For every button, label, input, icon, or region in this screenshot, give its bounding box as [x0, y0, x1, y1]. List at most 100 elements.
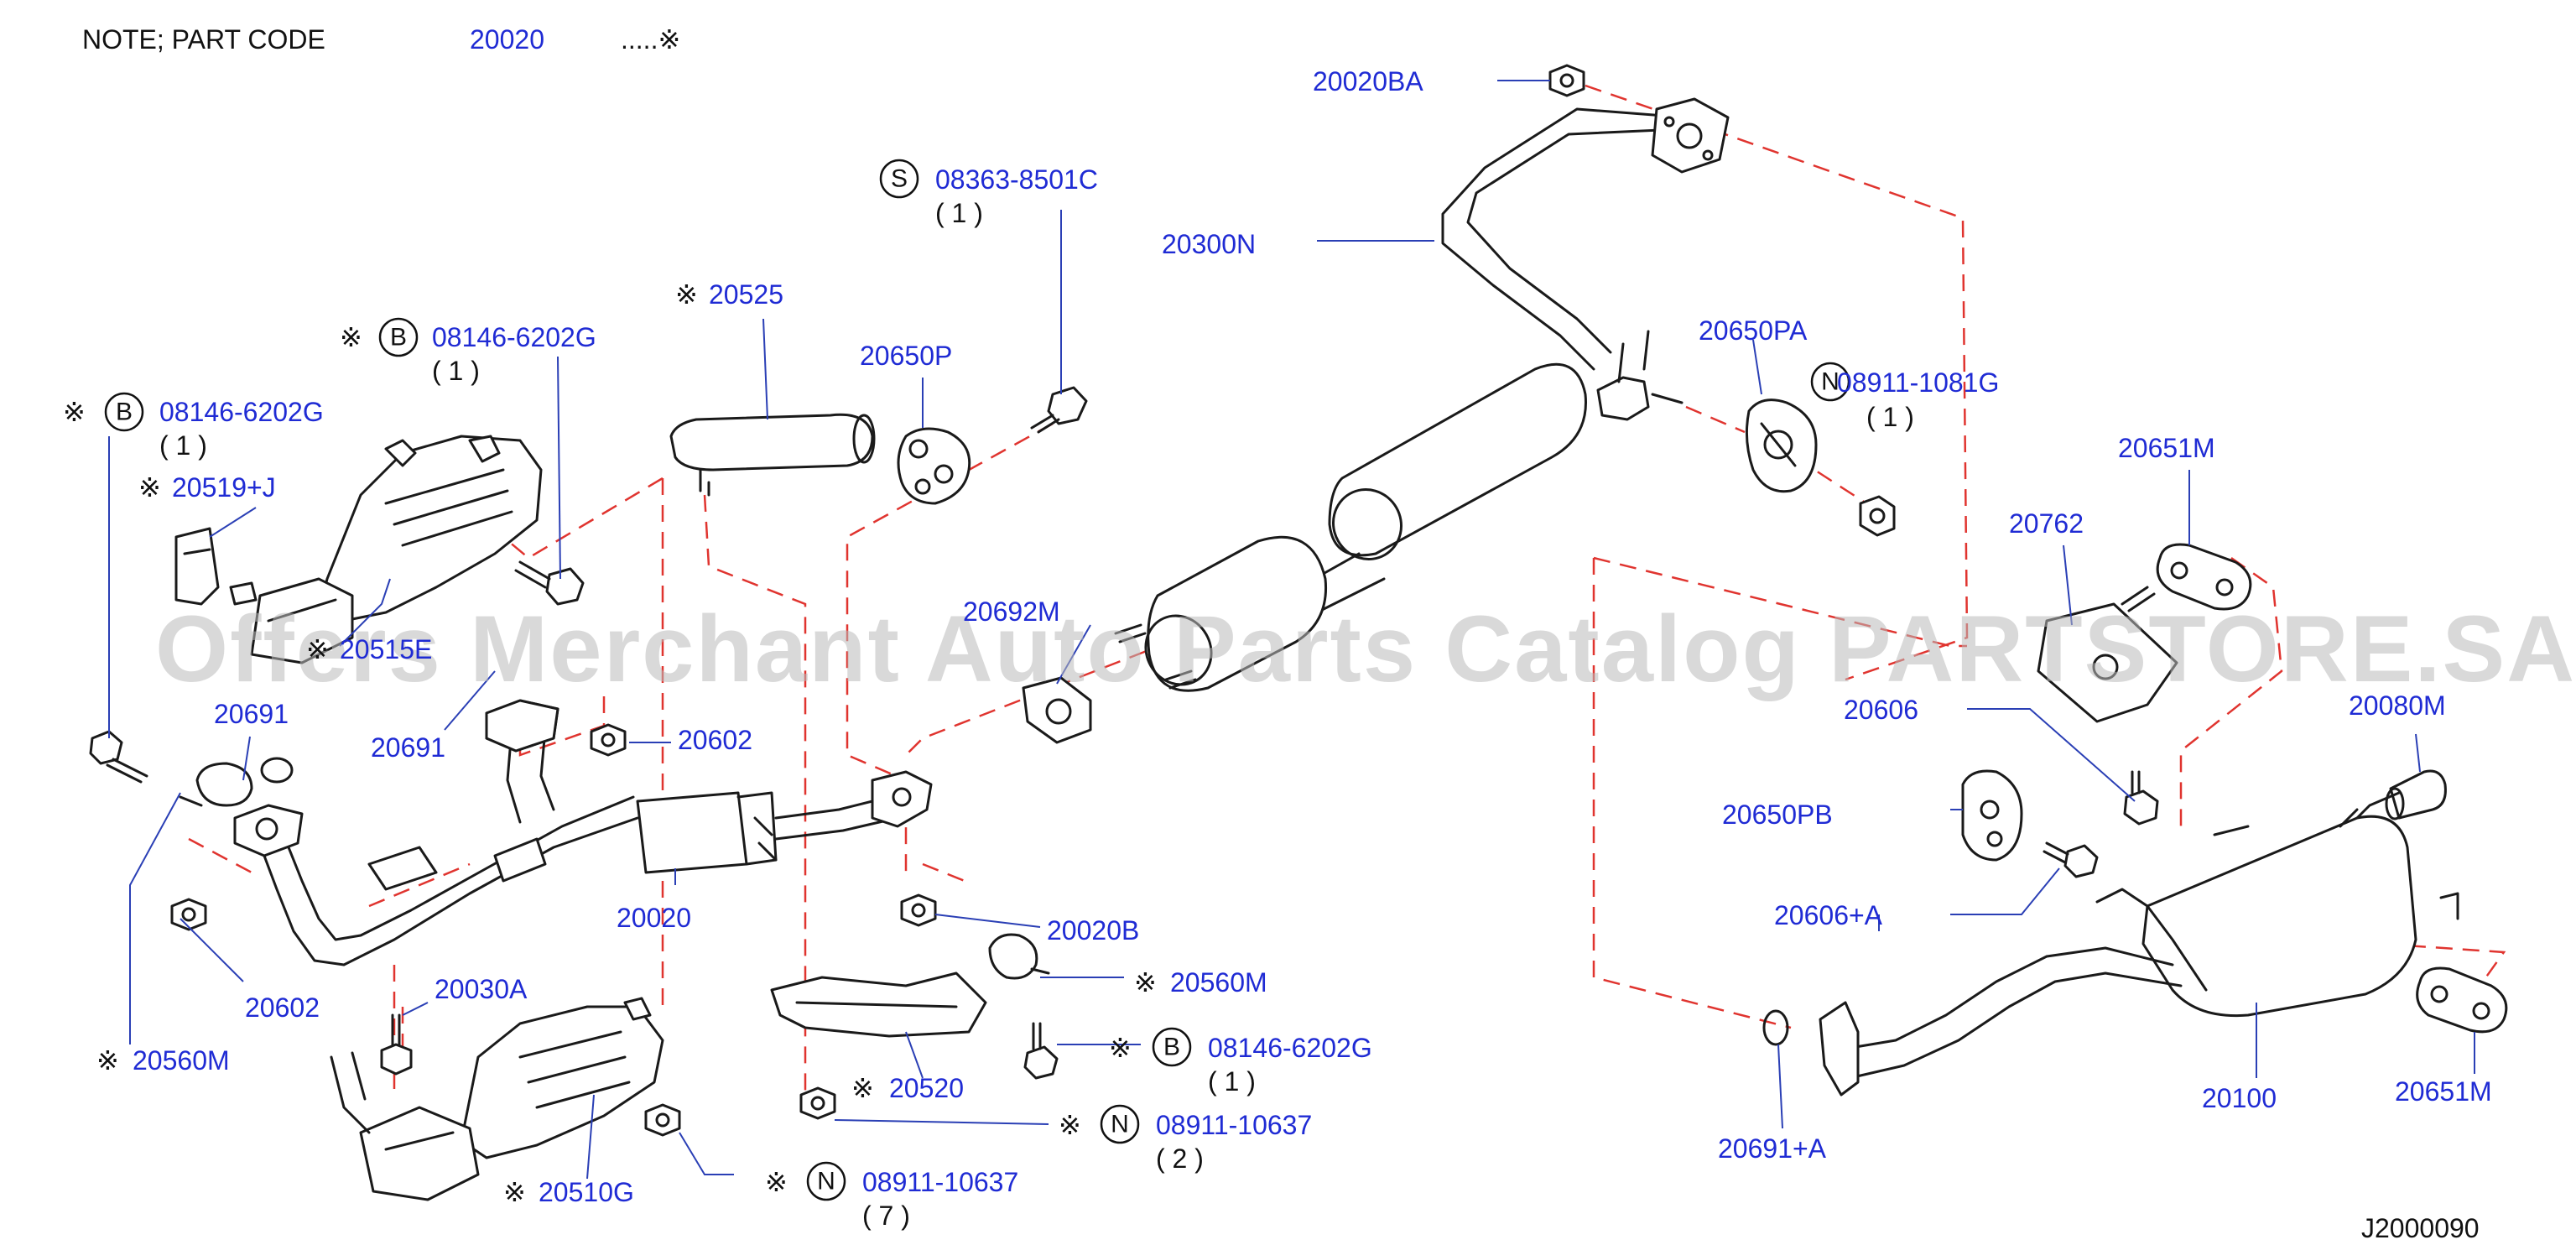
leader-lines — [108, 80, 2475, 1180]
main-muffler-20100 — [1819, 791, 2459, 1097]
qty-08146-lower: ( 1 ) — [1208, 1066, 1256, 1097]
label-20020BA: 20020BA — [1313, 66, 1423, 96]
finisher-20080M — [2385, 769, 2447, 820]
gasket-20691A — [1762, 1009, 1789, 1046]
nut-20602-mid — [590, 723, 627, 757]
mark-b: B — [390, 324, 407, 352]
bolt-08146-left — [89, 730, 148, 784]
pre-muffler — [1144, 362, 1684, 692]
label-20651M-top: 20651M — [2118, 433, 2215, 463]
circle-s-icon — [879, 159, 919, 199]
ref-mark: ※ — [96, 1045, 119, 1076]
ref-mark: ※ — [675, 279, 698, 310]
label-20602-mid: 20602 — [678, 725, 752, 755]
ref-mark: ※ — [340, 322, 362, 352]
circle-b-icon — [104, 392, 144, 432]
bracket-20762 — [2037, 586, 2178, 723]
callout-08911-1081G: N 08911-1081G ( 1 ) — [1810, 362, 1999, 432]
nut-08911-10637-b — [644, 1103, 681, 1137]
label-20691-mid: 20691 — [371, 732, 445, 763]
qty-08911-10637-a: ( 2 ) — [1156, 1143, 1204, 1174]
callout-08146-left: ※ B 08146-6202G ( 1 ) — [63, 392, 324, 461]
callout-08146-upper: ※ B 08146-6202G ( 1 ) — [340, 317, 596, 386]
callout-20525: ※ 20525 — [675, 279, 783, 310]
qty-08146-upper: ( 1 ) — [432, 356, 480, 386]
diagram-id: J2000090 — [2361, 1213, 2480, 1243]
clamp-20560M-mid — [988, 933, 1050, 980]
bolt-20606A — [2043, 841, 2099, 878]
watermark: Offers Merchant Auto Parts Catalog PARTS… — [155, 596, 2576, 701]
hanger-20650P — [897, 427, 971, 505]
callout-20560M-mid: ※ 20560M — [1134, 967, 1267, 998]
label-20650PB: 20650PB — [1722, 800, 1833, 830]
label-20650P: 20650P — [860, 341, 952, 371]
ref-mark: ※ — [63, 397, 86, 427]
note-code: 20020 — [470, 24, 544, 55]
mark-b: B — [116, 399, 133, 426]
bolt-08363 — [1030, 386, 1088, 434]
nut-08911-1081G — [1859, 495, 1896, 537]
note-prefix: NOTE; PART CODE — [82, 24, 325, 55]
label-20100: 20100 — [2202, 1083, 2277, 1113]
nut-20602-left — [170, 898, 207, 931]
ref-mark: ※ — [1059, 1110, 1081, 1140]
label-20525: 20525 — [709, 279, 783, 310]
gasket-20691 — [485, 699, 559, 753]
gasket-20692M — [1022, 676, 1092, 744]
ref-mark: ※ — [138, 472, 161, 503]
bolt-20606 — [2123, 770, 2159, 826]
label-20602-left: 20602 — [245, 992, 320, 1023]
label-20606A: 20606+A — [1774, 900, 1883, 930]
label-20651M-bottom: 20651M — [2395, 1076, 2492, 1107]
parts-art — [89, 64, 2508, 1201]
label-08911-10637-b: 08911-10637 — [862, 1167, 1018, 1197]
qty-08146-left: ( 1 ) — [159, 430, 207, 461]
note-suffix: .....※ — [621, 24, 680, 55]
mark-n: N — [1111, 1111, 1129, 1138]
label-20606: 20606 — [1844, 695, 1918, 725]
callout-08146-lower: ※ B 08146-6202G ( 1 ) — [1109, 1027, 1372, 1097]
bolt-08146-upper — [514, 560, 585, 606]
label-20691A: 20691+A — [1718, 1133, 1827, 1164]
ref-mark: ※ — [1134, 967, 1157, 998]
qty-08363: ( 1 ) — [935, 198, 983, 228]
callout-20510G: ※ 20510G — [503, 1177, 634, 1207]
hanger-20650PB — [1961, 769, 2023, 862]
label-20519J: 20519+J — [172, 472, 276, 503]
callout-20560M-left: ※ 20560M — [96, 1045, 230, 1076]
label-20650PA: 20650PA — [1699, 315, 1808, 346]
label-08363: 08363-8501C — [935, 164, 1098, 195]
qty-08911-1081G: ( 1 ) — [1866, 402, 1914, 432]
label-20692M: 20692M — [963, 596, 1060, 627]
catalyst-20510G — [330, 997, 664, 1201]
center-pipe-20300N — [1441, 97, 1730, 383]
header-note: NOTE; PART CODE 20020 .....※ — [82, 24, 680, 55]
bolt-08146-lower — [1023, 1022, 1059, 1080]
callout-08363: S 08363-8501C ( 1 ) — [879, 159, 1098, 228]
label-08911-1081G: 08911-1081G — [1837, 367, 1999, 398]
label-08146-upper: 08146-6202G — [432, 322, 596, 352]
label-20560M-left: 20560M — [133, 1045, 230, 1076]
circle-b-icon — [1152, 1027, 1192, 1067]
label-20762: 20762 — [2009, 508, 2084, 539]
label-20691-left: 20691 — [214, 699, 289, 729]
clamp-20560M-left — [179, 757, 294, 807]
cover-20519J — [174, 527, 258, 606]
label-20520: 20520 — [889, 1073, 964, 1103]
nut-20020B — [900, 893, 937, 927]
callout-20515E: ※ 20515E — [306, 634, 432, 664]
hanger-20650PA — [1745, 399, 1818, 493]
ref-mark: ※ — [306, 634, 329, 664]
circle-b-icon — [378, 317, 419, 357]
circle-n-icon — [806, 1161, 846, 1201]
label-20560M-mid: 20560M — [1170, 967, 1267, 998]
label-20510G: 20510G — [539, 1177, 634, 1207]
label-08146-lower: 08146-6202G — [1208, 1033, 1372, 1063]
ref-mark: ※ — [851, 1073, 874, 1103]
heatshield-20520 — [770, 972, 987, 1038]
circle-n-icon — [1810, 362, 1850, 402]
label-08146-left: 08146-6202G — [159, 397, 324, 427]
bolt-20030A — [380, 1013, 413, 1076]
label-20080M: 20080M — [2349, 690, 2446, 721]
